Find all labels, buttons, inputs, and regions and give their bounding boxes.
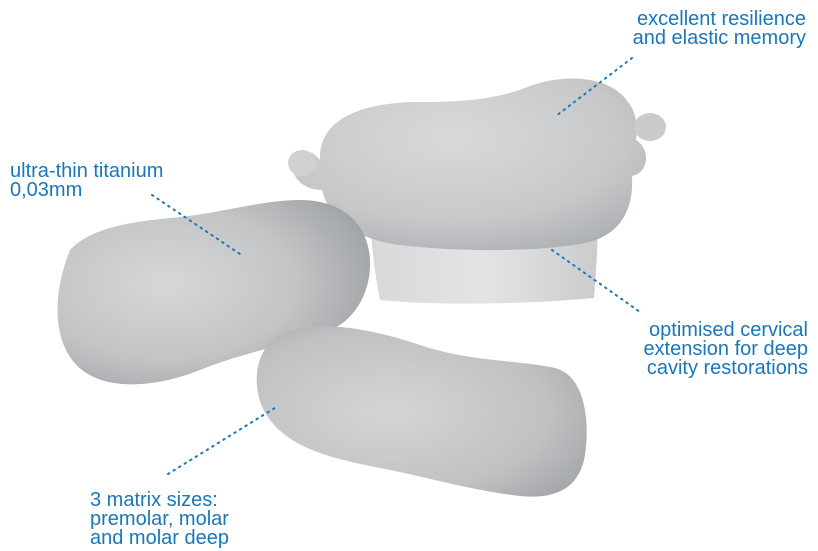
matrix-tab-right: [634, 113, 666, 141]
callout-resilience-line2: and elastic memory: [598, 29, 806, 48]
leader-sizes: [168, 406, 278, 474]
callout-titanium: ultra-thin titanium 0,03mm: [10, 162, 230, 200]
matrix-tab-left: [288, 150, 316, 176]
callout-cervical-line3: cavity restorations: [598, 359, 808, 378]
molar-matrix: [257, 326, 587, 496]
callout-sizes: 3 matrix sizes: premolar, molar and mola…: [90, 491, 290, 548]
callout-resilience: excellent resilience and elastic memory: [598, 10, 806, 48]
callout-titanium-line2: 0,03mm: [10, 181, 230, 200]
callout-cervical: optimised cervical extension for deep ca…: [598, 321, 808, 378]
callout-sizes-line3: and molar deep: [90, 529, 290, 548]
